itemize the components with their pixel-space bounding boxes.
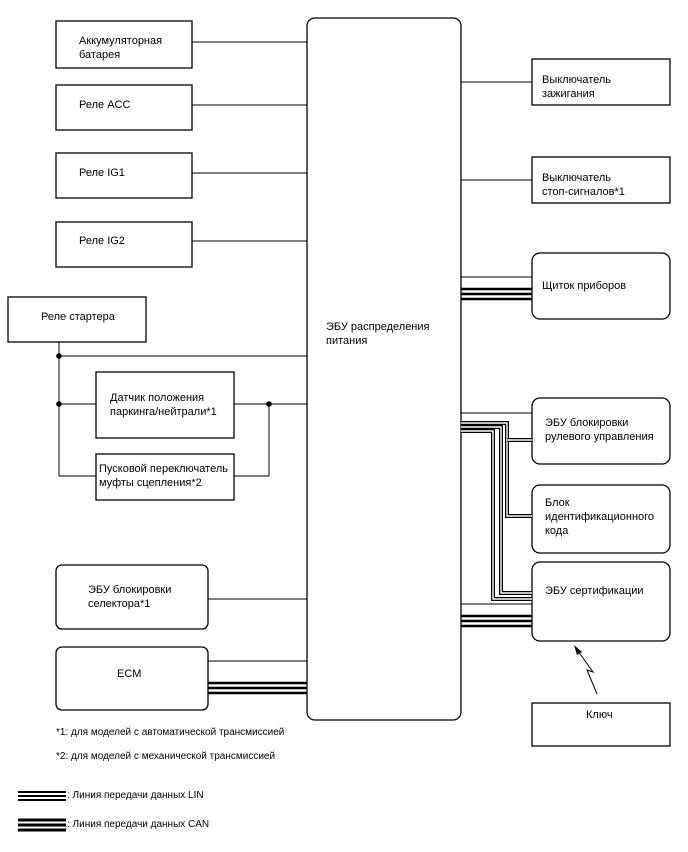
footnote-1: *1: для моделей с автоматической трансми… (56, 727, 285, 738)
id-box-label: Блок идентификационного кода (545, 497, 655, 537)
lin-entry-lines (461, 276, 532, 414)
pnp-sensor-label: Датчик положения паркинга/нейтрали*1 (110, 392, 217, 418)
ignition-switch-box (531, 58, 671, 106)
battery-label: Аккумуляторная батарея (79, 35, 163, 61)
legend-can-symbol (18, 818, 66, 832)
legend-can-label: : Линия передачи данных CAN (67, 819, 210, 830)
clutch-switch-label: Пусковой переключатель муфты сцепления*2 (99, 463, 228, 489)
clutch-switch-box (95, 453, 235, 501)
acc-relay-label: Реле ACC (79, 99, 131, 111)
ig2-relay-label: Реле IG2 (79, 235, 125, 247)
wireless-signal-icon (574, 645, 598, 695)
pnp-sensor-box (95, 371, 235, 439)
ig1-relay-label: Реле IG1 (79, 167, 125, 179)
junction-dots (56, 353, 272, 407)
legend-lin-label: : Линия передачи данных LIN (67, 790, 204, 801)
steering-lock-ecu-box (531, 397, 671, 465)
lin-bus-bundle (461, 421, 532, 605)
ig1-relay-box (55, 152, 193, 199)
power-ecu-box (306, 17, 462, 721)
stop-switch-label: Выключатель стоп-сигналов*1 (542, 172, 625, 198)
meter-box (531, 252, 671, 320)
legend-lin-symbol (18, 791, 66, 801)
id-box (531, 484, 671, 554)
cert-ecu-label: ЭБУ сертификации (545, 585, 644, 597)
ecm-box (55, 646, 209, 711)
starter-relay-box (7, 296, 147, 343)
starter-relay-label: Реле стартера (41, 311, 115, 323)
can-bus-lines (208, 287, 532, 695)
acc-relay-box (55, 84, 193, 131)
ignition-switch-label: Выключатель зажигания (542, 74, 612, 100)
key-box (531, 702, 671, 747)
cert-ecu-box (531, 561, 671, 642)
shift-lock-ecu-label: ЭБУ блокировки селектора*1 (88, 584, 172, 610)
ecm-label: ECM (117, 668, 142, 680)
ig2-relay-box (55, 221, 193, 268)
meter-label: Щиток приборов (542, 280, 627, 292)
battery-box (55, 20, 193, 69)
power-ecu-label: ЭБУ распределения питания (326, 321, 430, 347)
steering-lock-ecu-label: ЭБУ блокировки рулевого управления (545, 417, 654, 443)
key-label: Ключ (586, 709, 613, 721)
shift-lock-ecu-box (55, 564, 209, 630)
footnote-2: *2: для моделей с механической трансмисс… (56, 751, 276, 762)
